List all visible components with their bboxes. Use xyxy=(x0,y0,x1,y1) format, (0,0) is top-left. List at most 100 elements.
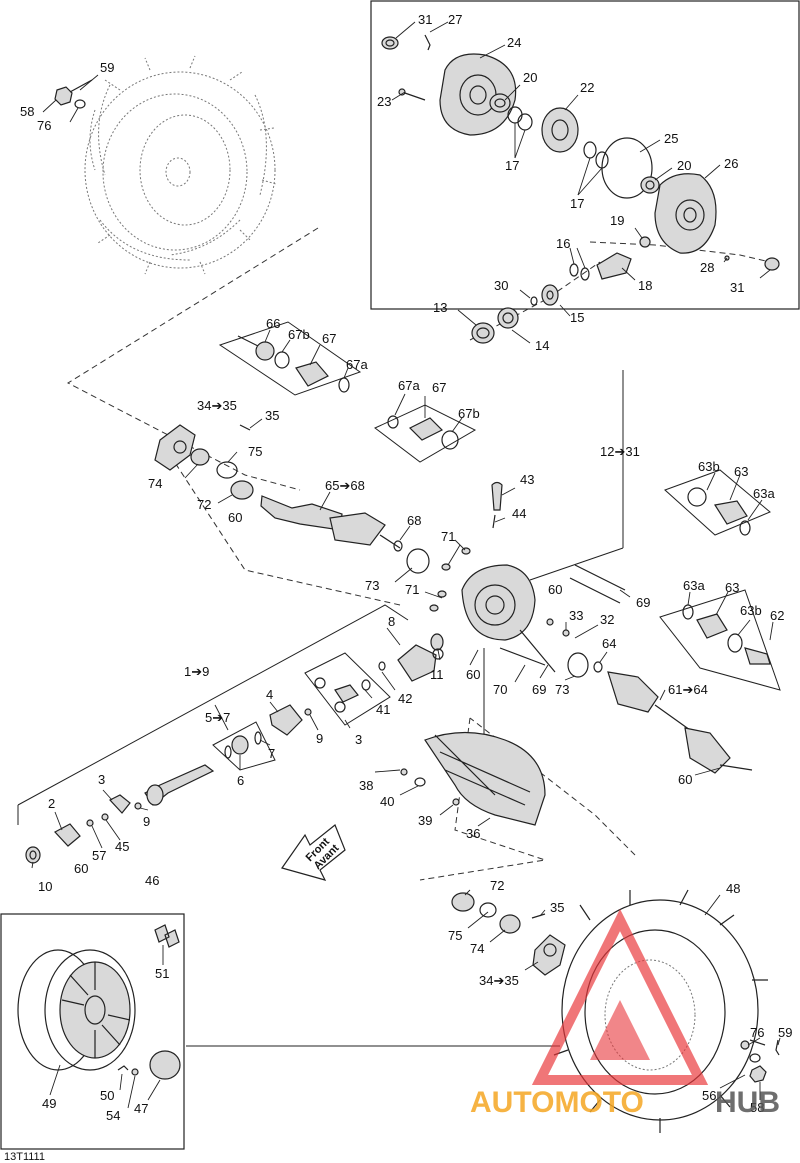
label-59-top: 59 xyxy=(100,60,114,75)
label-67a-upper: 67a xyxy=(346,357,368,372)
label-30: 30 xyxy=(494,278,508,293)
driveshaft-65 xyxy=(260,495,343,531)
label-23: 23 xyxy=(377,94,391,109)
ring-68 xyxy=(393,540,403,552)
boot-67 xyxy=(295,361,329,387)
label-15: 15 xyxy=(570,310,584,325)
bearing-19 xyxy=(639,236,651,248)
label-63-upper: 63 xyxy=(734,464,748,479)
seal-31-bottom xyxy=(764,257,780,271)
label-19: 19 xyxy=(610,213,624,228)
yoke-4 xyxy=(269,704,303,736)
cross-3 xyxy=(109,794,131,814)
label-17-bottom: 17 xyxy=(570,196,584,211)
front-direction-arrow: Front Avant xyxy=(281,824,346,881)
label-68: 68 xyxy=(407,513,421,528)
label-10: 10 xyxy=(38,879,52,894)
label-62: 62 xyxy=(770,608,784,623)
label-20-bottom: 20 xyxy=(677,158,691,173)
ring-64 xyxy=(593,661,603,673)
leader-lines xyxy=(31,21,781,1109)
pin-27 xyxy=(424,34,431,51)
label-59-lower: 59 xyxy=(778,1025,792,1040)
label-72-lower: 72 xyxy=(490,878,504,893)
label-42: 42 xyxy=(398,691,412,706)
label-76-lower: 76 xyxy=(750,1025,764,1040)
label-12-31: 12➔31 xyxy=(600,444,640,459)
washers-16 xyxy=(569,263,579,277)
bearing-20-bottom xyxy=(640,176,660,194)
label-31-top: 31 xyxy=(418,12,432,27)
label-17-top: 17 xyxy=(505,158,519,173)
bearing-20-top xyxy=(489,93,511,113)
label-63b-upper: 63b xyxy=(698,459,720,474)
label-6: 6 xyxy=(237,773,244,788)
label-65-68: 65➔68 xyxy=(325,478,365,493)
label-63b-lower: 63b xyxy=(740,603,762,618)
label-60-c: 60 xyxy=(466,667,480,682)
label-67-lower: 67 xyxy=(432,380,446,395)
label-75-upper: 75 xyxy=(248,444,262,459)
long-bolt-69-lower xyxy=(519,629,556,673)
label-33: 33 xyxy=(569,608,583,623)
center-cap-47 xyxy=(149,1050,181,1080)
label-9-upper: 9 xyxy=(316,731,323,746)
long-bolt-69-upper xyxy=(574,564,626,591)
yoke-8 xyxy=(397,644,437,682)
label-27: 27 xyxy=(448,12,462,27)
screw-23 xyxy=(401,91,426,101)
label-3-lower: 3 xyxy=(98,772,105,787)
label-28: 28 xyxy=(700,260,714,275)
spacer-14 xyxy=(497,307,519,329)
label-43: 43 xyxy=(520,472,534,487)
connector-lines xyxy=(66,227,771,1047)
label-39: 39 xyxy=(418,813,432,828)
ring-75 xyxy=(216,461,238,479)
label-25: 25 xyxy=(664,131,678,146)
bushing-6 xyxy=(231,735,249,755)
label-44: 44 xyxy=(512,506,526,521)
differential-housing-26 xyxy=(654,173,717,254)
label-69-upper: 69 xyxy=(636,595,650,610)
label-18: 18 xyxy=(638,278,652,293)
label-34-35-upper: 34➔35 xyxy=(197,398,237,413)
label-58-lower: 58 xyxy=(750,1100,764,1115)
hub-flange-34-lower xyxy=(532,934,566,976)
label-13: 13 xyxy=(433,300,447,315)
label-67-upper: 67 xyxy=(322,331,336,346)
label-48: 48 xyxy=(726,881,740,896)
cross-41 xyxy=(334,684,359,703)
label-1-9: 1➔9 xyxy=(184,664,209,679)
bolt-70 xyxy=(499,647,546,666)
pinion-shaft-18 xyxy=(596,252,632,280)
watermark-logo: AUTOMOTO HUB xyxy=(470,908,780,1119)
bearing-72 xyxy=(230,480,254,500)
seal-74-lower xyxy=(499,914,521,934)
skid-plate-36 xyxy=(400,731,546,826)
label-54: 54 xyxy=(106,1108,120,1123)
ring-gear-22 xyxy=(541,107,579,153)
label-71-upper: 71 xyxy=(441,529,455,544)
label-72-upper: 72 xyxy=(197,497,211,512)
diagram-code: 13T1111 xyxy=(4,1151,45,1163)
label-56: 56 xyxy=(702,1088,716,1103)
part-labels: 31 27 24 23 20 22 17 25 20 26 17 19 16 1… xyxy=(4,12,792,1163)
driveshaft-61 xyxy=(607,671,659,713)
bearing-72-lower xyxy=(451,892,475,912)
label-67a-lower: 67a xyxy=(398,378,420,393)
label-16: 16 xyxy=(556,236,570,251)
label-8: 8 xyxy=(388,614,395,629)
differential-components xyxy=(381,34,780,344)
label-60-b: 60 xyxy=(548,582,562,597)
label-67b-lower: 67b xyxy=(458,406,480,421)
housing-cover-24 xyxy=(439,53,517,136)
label-71-lower: 71 xyxy=(405,582,419,597)
label-9-lower: 9 xyxy=(143,814,150,829)
wheel-nut-group xyxy=(54,79,93,109)
ring-30 xyxy=(530,296,538,306)
label-26: 26 xyxy=(724,156,738,171)
label-46: 46 xyxy=(145,873,159,888)
label-34-35-lower: 34➔35 xyxy=(479,973,519,988)
label-3-upper: 3 xyxy=(355,732,362,747)
